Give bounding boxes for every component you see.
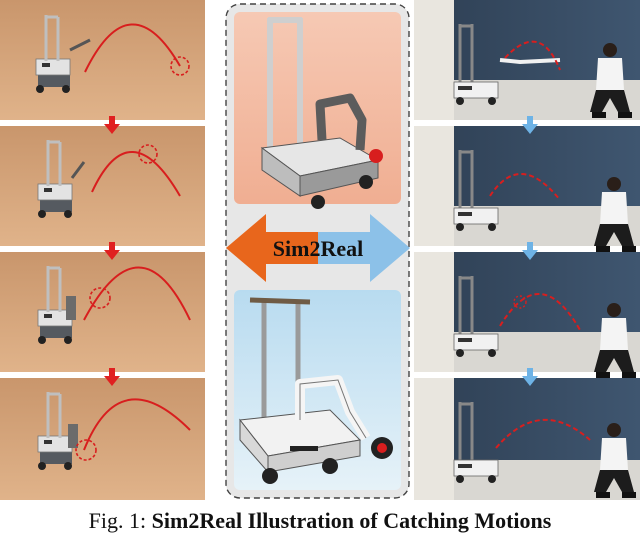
sim-frame-1 xyxy=(0,0,205,120)
sim2real-label: Sim2Real xyxy=(273,236,363,261)
real-frame-1 xyxy=(414,0,640,120)
figure-illustration: Sim2Real xyxy=(0,0,640,500)
sim-frame-3 xyxy=(0,252,205,372)
real-frame-4 xyxy=(414,378,640,500)
figure-caption: Fig. 1: Sim2Real Illustration of Catchin… xyxy=(0,508,640,533)
real-robot-large xyxy=(239,297,393,484)
sim-frame-4 xyxy=(0,378,205,500)
sim-column xyxy=(0,0,205,500)
double-headed-arrow-icon xyxy=(226,214,410,282)
real-frame-3 xyxy=(414,252,640,378)
caption-prefix: Fig. 1: xyxy=(88,508,152,533)
center-panel: Sim2Real xyxy=(225,3,410,499)
sim-robot-large xyxy=(260,17,383,209)
sim-frame-2 xyxy=(0,126,205,246)
real-frame-2 xyxy=(414,126,640,252)
caption-title: Sim2Real Illustration of Catching Motion… xyxy=(151,508,552,533)
real-column xyxy=(414,0,640,500)
